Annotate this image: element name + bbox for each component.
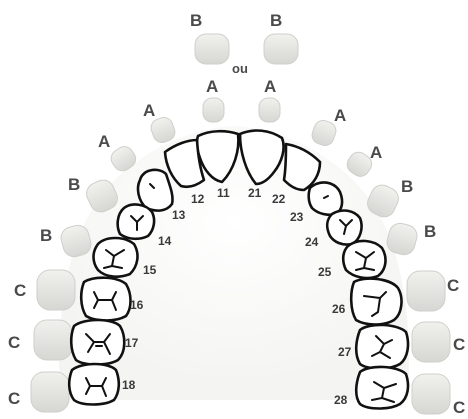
option-a-mid-left[interactable]	[149, 115, 178, 145]
option-c-left-2[interactable]	[33, 319, 73, 361]
number-23: 23	[290, 210, 304, 224]
label-b-left-1: B	[68, 175, 80, 194]
label-b-right-1: B	[401, 177, 413, 196]
fissure-26	[363, 291, 387, 317]
label-b-top-right: B	[270, 11, 282, 30]
label-c-left-2: C	[8, 333, 20, 352]
fissure-14	[130, 215, 144, 231]
label-c-left-3: C	[8, 389, 20, 408]
option-c-right-1[interactable]	[406, 270, 446, 312]
arch-teeth	[67, 129, 410, 410]
label-b-left-2: B	[40, 226, 52, 245]
tooth-24[interactable]	[325, 209, 363, 246]
fissure-18	[85, 377, 107, 397]
fissure-15	[103, 249, 125, 269]
option-c-left-1[interactable]	[36, 269, 76, 311]
tooth-22[interactable]	[282, 142, 322, 192]
option-b-left-2[interactable]	[59, 223, 94, 259]
option-b-right-1[interactable]	[364, 181, 402, 220]
tooth-13[interactable]	[136, 168, 174, 212]
fissure-17	[85, 333, 111, 355]
number-14: 14	[158, 234, 172, 248]
label-c-left-1: C	[14, 281, 26, 300]
fissure-23	[323, 195, 329, 199]
label-c-right-2: C	[453, 335, 465, 354]
fissure-16	[93, 291, 117, 311]
fissure-27	[371, 335, 393, 359]
option-b-right-2[interactable]	[385, 221, 420, 257]
tooth-12[interactable]	[163, 138, 206, 189]
number-24: 24	[305, 235, 319, 249]
option-b-left-1[interactable]	[83, 176, 121, 215]
number-25: 25	[318, 265, 332, 279]
number-27: 27	[338, 345, 352, 359]
number-11: 11	[217, 186, 230, 200]
label-b-right-2: B	[424, 222, 436, 241]
tooth-21[interactable]	[238, 129, 285, 186]
option-a-upper-right[interactable]	[258, 97, 281, 123]
label-ou: ou	[232, 61, 248, 76]
tooth-26[interactable]	[349, 277, 403, 326]
option-b-top-right[interactable]	[263, 33, 299, 65]
option-a-low-left[interactable]	[108, 143, 139, 174]
label-c-right-1: C	[447, 276, 459, 295]
number-28: 28	[334, 393, 348, 407]
label-c-right-3: C	[453, 398, 465, 417]
option-c-right-3[interactable]	[411, 373, 451, 415]
tooth-23[interactable]	[307, 181, 344, 217]
number-13: 13	[172, 208, 186, 222]
tooth-15[interactable]	[92, 236, 139, 278]
fissure-13	[149, 183, 155, 189]
tooth-18[interactable]	[67, 362, 121, 406]
option-labels: B B ou A A A A A A B B B B C C C C C C	[8, 11, 465, 417]
number-15: 15	[143, 263, 157, 277]
label-b-top-left: B	[190, 11, 202, 30]
number-21: 21	[248, 186, 262, 200]
number-12: 12	[191, 192, 205, 206]
number-26: 26	[332, 302, 346, 316]
option-a-upper-left[interactable]	[202, 97, 225, 123]
option-teeth	[30, 33, 451, 415]
fissure-24	[339, 219, 353, 235]
option-a-mid-right[interactable]	[310, 118, 339, 148]
option-a-low-right[interactable]	[344, 149, 375, 180]
label-a-upper-right: A	[264, 77, 276, 96]
label-a-low-right: A	[370, 143, 382, 162]
option-c-right-2[interactable]	[411, 321, 451, 363]
fissure-28	[371, 381, 397, 403]
option-b-top-left[interactable]	[194, 33, 230, 65]
fissures	[85, 183, 397, 403]
label-a-mid-left: A	[143, 101, 155, 120]
fissure-25	[355, 251, 375, 271]
number-22: 22	[272, 192, 286, 206]
number-18: 18	[122, 378, 136, 392]
label-a-upper-left: A	[206, 77, 218, 96]
number-16: 16	[130, 298, 144, 312]
tooth-numbers: 11 12 13 14 15 16 17 18 21 22 23 24 25 2…	[122, 186, 352, 407]
option-c-left-3[interactable]	[30, 371, 70, 413]
label-a-mid-right: A	[334, 106, 346, 125]
number-17: 17	[125, 336, 139, 350]
label-a-low-left: A	[98, 132, 110, 151]
tooth-25[interactable]	[341, 239, 387, 280]
